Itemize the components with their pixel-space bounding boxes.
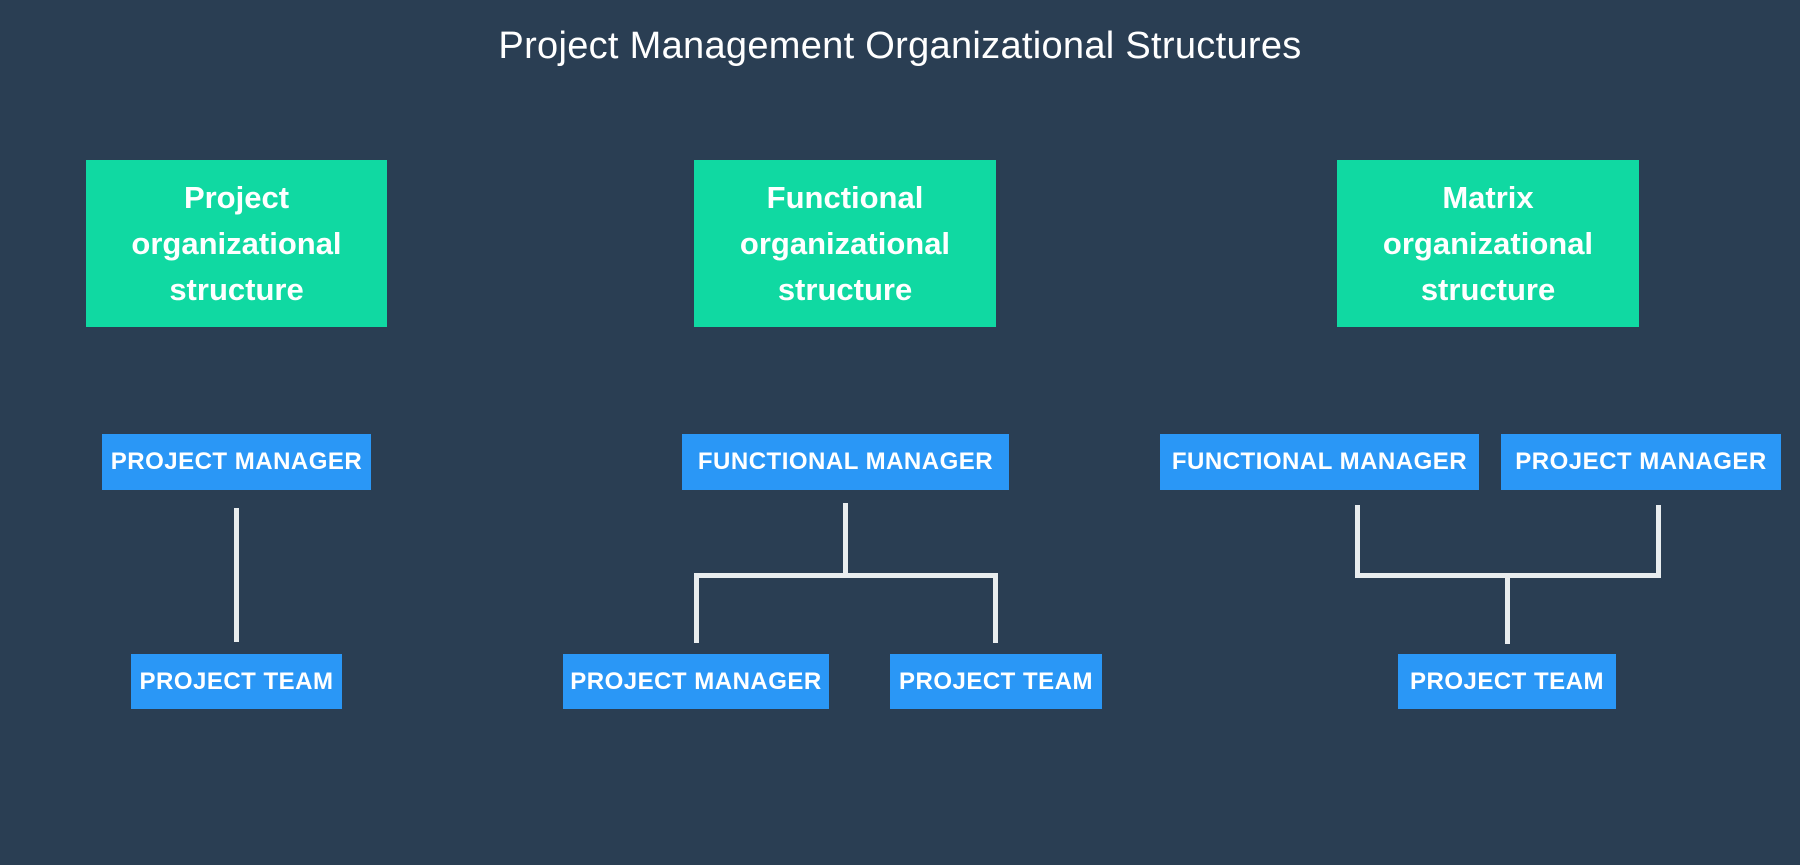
functional-structure-team-node: PROJECT TEAM bbox=[890, 654, 1102, 709]
connector-line bbox=[694, 573, 998, 578]
connector-line bbox=[234, 508, 239, 642]
connector-line bbox=[1355, 573, 1661, 578]
matrix-structure-project-manager-node: PROJECT MANAGER bbox=[1501, 434, 1781, 490]
matrix-structure-team-node: PROJECT TEAM bbox=[1398, 654, 1616, 709]
page-title: Project Management Organizational Struct… bbox=[498, 25, 1302, 67]
connector-line bbox=[1355, 505, 1360, 578]
connector-line bbox=[993, 573, 998, 643]
matrix-structure-header: Matrix organizational structure bbox=[1337, 160, 1639, 327]
functional-structure-header: Functional organizational structure bbox=[694, 160, 996, 327]
connector-line bbox=[1505, 578, 1510, 644]
project-structure-team-node: PROJECT TEAM bbox=[131, 654, 342, 709]
functional-structure-project-manager-node: PROJECT MANAGER bbox=[563, 654, 829, 709]
project-structure-header: Project organizational structure bbox=[86, 160, 387, 327]
connector-line bbox=[694, 573, 699, 643]
functional-structure-manager-node: FUNCTIONAL MANAGER bbox=[682, 434, 1009, 490]
matrix-structure-functional-manager-node: FUNCTIONAL MANAGER bbox=[1160, 434, 1479, 490]
connector-line bbox=[843, 503, 848, 573]
project-structure-manager-node: PROJECT MANAGER bbox=[102, 434, 371, 490]
connector-line bbox=[1656, 505, 1661, 578]
